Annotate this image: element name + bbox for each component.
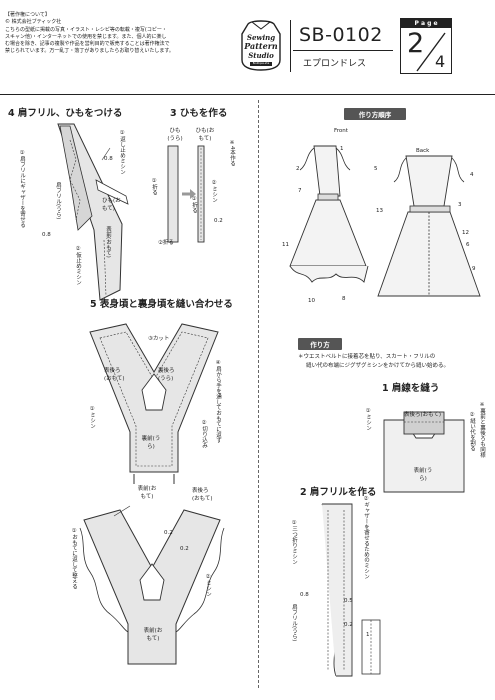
order-number: 1 [340,146,344,152]
howto-pill: 作り方 [298,338,342,350]
step4-label-front: 表前(おもて) [105,226,111,258]
order-back-label: Back [416,148,430,154]
brand-logo: Sewing Pattern Studio Boutique-sha [238,20,284,72]
order-illustration [289,145,481,297]
order-number: 5 [374,166,378,172]
step4-num-a: 0.8 [104,156,113,162]
step5-press: ①おもてに返して整える [71,528,77,589]
order-number: 4 [470,172,474,178]
page-label: P a g e [401,19,451,28]
step2-num-c: 0.2 [344,622,353,628]
step1-note: ※裏前と裏後ろも同様 [479,402,485,458]
step3-num: 0.2 [214,218,223,224]
logo-line1: Sewing [246,33,276,42]
step5-turn: ④肩から手を通しておもてに返す [215,360,221,443]
step1-front: 表前(うら) [413,468,433,482]
step3-diagram [167,145,205,243]
logo-line3: Studio [248,51,274,60]
logo-line2: Pattern [244,41,278,51]
step5-cut: ③カット [148,336,170,342]
pattern-name: エプロンドレス [303,59,367,69]
step2-num-d: 1 [366,632,370,638]
step5-num-a: 0.2 [164,530,173,536]
step2-diagram [321,503,381,677]
step5-stitch2: ②ミシン [205,574,211,597]
page-indicator: P a g e 2 4 [400,18,452,74]
step2-frill: 肩フリル(うら) [291,604,297,642]
step5-front-outer: 表前(おもて) [137,486,157,500]
step2-title: 2 肩フリルを作る [300,487,377,498]
step4-label-gather: ①肩フリルにギャザーを寄せる [19,150,25,228]
step5-diagram-bottom [79,505,225,665]
page-total: 4 [435,52,446,71]
copyright-heading: 【著作権について】 [5,12,50,18]
order-number: 2 [296,166,300,172]
step4-label-tie: ひも(おもて) [102,198,121,212]
order-number: 3 [458,202,462,208]
step2-num-a: 0.8 [300,592,309,598]
step3-tie-omote: ひも(おもて) [195,128,215,142]
step2-num-b: 0.5 [344,598,353,604]
pattern-code-box: SB-0102 エプロンドレス [290,20,396,72]
step3-fold2: ②折る [158,240,174,246]
step4-num-b: 0.8 [42,232,51,238]
step3-fold1: ①折る [151,178,157,195]
step5-num-b: 0.2 [180,546,189,552]
step5-title: 5 表身頃と裏身頃を縫い合わせる [90,299,233,310]
step1-diagram [383,411,465,493]
order-number: 10 [308,298,315,304]
step3-title: 3 ひもを作る [170,108,228,119]
step1-sew: ①ミシン [365,408,371,431]
step5-diagram-top [89,323,219,484]
step3-stitch: ②ミシン [211,180,217,203]
order-number: 12 [462,230,469,236]
order-number: 8 [342,296,346,302]
copyright-line: む場合を除き、記事の複製や作品を営利目的で販売することは著作権法で [5,41,170,47]
copyright-line: 禁じられています。万一乱丁・落丁がありましたらお取り替えいたします。 [5,48,174,55]
step5-notch: ②切り込み [201,420,207,448]
step3-fold3: ①折る [191,196,197,213]
order-pill: 作り方順序 [344,108,406,120]
order-number: 7 [298,188,302,194]
howto-line1: ＊ウエストベルトに接着芯を貼り、スカート・フリルの [298,354,436,360]
step2-hem: ①三つ折りミシン [291,520,297,565]
pattern-code: SB-0102 [299,24,383,46]
order-number: 9 [472,266,476,272]
step5-sew1: ①ミシン [89,406,95,429]
step4-diagram [57,123,129,301]
copyright-owner: © 株式会社ブティック社 [5,19,62,26]
step5-back-lining: 裏後ろ(うら) [158,368,175,382]
order-number: 6 [466,242,470,248]
copyright-block: 【著作権について】 © 株式会社ブティック社 こちらの型紙に掲載の写真・イラスト… [5,12,233,56]
header-rule [0,94,495,95]
page-current: 2 [407,28,425,59]
step2-gather: ②ギャザーを寄せるためのミシン [363,496,369,579]
copyright-line: スキャン他)・インターネットでの使用を禁じます。また、個人的に楽し [5,33,167,40]
order-front-label: Front [334,128,348,134]
step4-title: 4 肩フリル、ひもをつける [8,108,123,119]
order-number: 13 [376,208,383,214]
howto-line2: 縫い代の布端にジグザグミシンをかけてから縫い始める。 [306,363,450,369]
step3-note: ※4本作る [229,140,235,166]
step4-label-frill: 肩フリル(うら) [55,182,61,220]
step4-label-zigzag: ②仮止めミシン [75,246,81,285]
copyright-line: こちらの型紙に掲載の写真・イラスト・レシピ等の転載・複写(コピー・ [5,26,167,33]
step5-back-outer: 表後ろ(おもて) [104,368,125,382]
logo-tag: Boutique-sha [252,62,270,65]
step1-title: 1 肩線を縫う [382,383,440,394]
step5-front-lining: 裏前(うら) [141,436,161,450]
page-slash [416,32,446,72]
step5-back-outer2: 表後ろ(おもて) [192,488,213,502]
step1-press: ②縫い代を割る [469,412,475,451]
step5-front-outer2: 表前(おもて) [143,628,163,642]
step3-tie-ura: ひも(うら) [167,128,183,142]
order-number: 11 [282,242,289,248]
step1-back: 表後ろ(おもて) [404,412,442,418]
step4-label-stop: ①返し止めミシン [119,130,125,175]
logo-icon [241,20,281,71]
column-divider [258,100,259,688]
